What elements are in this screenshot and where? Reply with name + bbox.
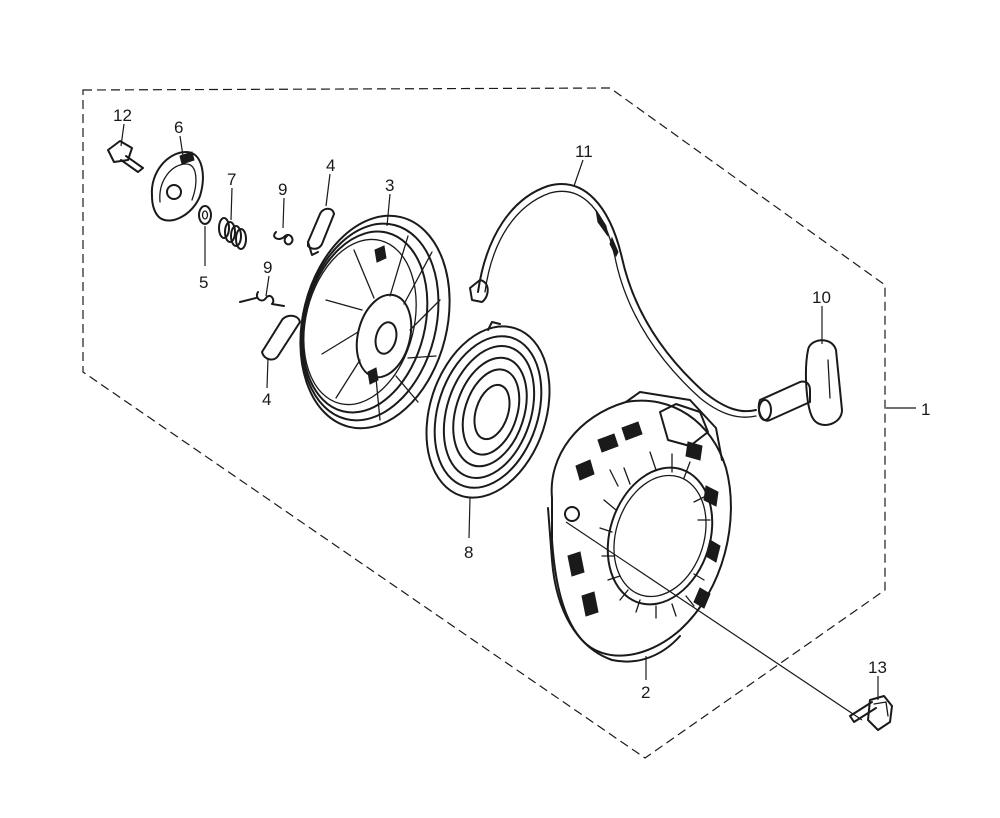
part-4-pawl-lower (261, 314, 301, 361)
part-7-spring (218, 217, 247, 250)
part-9-spring-lower (239, 291, 285, 307)
callout-13: 13 (868, 658, 887, 677)
part-8-recoil-spring (425, 321, 551, 499)
part-12-bolt (107, 140, 144, 173)
part-2-fan-cover (547, 391, 732, 663)
part-11-starter-rope (469, 183, 757, 418)
callout-9-lower: 9 (263, 258, 272, 277)
callout-numbers: 1 2 3 4 4 5 6 7 8 9 9 10 11 12 13 (113, 106, 930, 702)
callout-2: 2 (641, 683, 650, 702)
leader-lines (120, 123, 916, 721)
callout-12: 12 (113, 106, 132, 125)
callout-11: 11 (575, 142, 593, 161)
callout-8: 8 (464, 543, 473, 562)
part-6-ratchet-plate (150, 151, 204, 222)
callout-5: 5 (199, 273, 208, 292)
callout-7: 7 (227, 170, 236, 189)
callout-6: 6 (174, 118, 183, 137)
callout-1: 1 (921, 400, 930, 419)
part-13-flange-bolt (849, 695, 893, 731)
part-3-reel-pulley (299, 214, 451, 430)
part-4-pawl-upper (307, 207, 335, 256)
part-5-washer (198, 205, 212, 225)
callout-10: 10 (812, 288, 831, 307)
assembly-boundary (82, 87, 886, 759)
callout-9-upper: 9 (278, 180, 287, 199)
callout-4-upper: 4 (326, 156, 335, 175)
callout-3: 3 (385, 176, 394, 195)
callout-4-lower: 4 (262, 390, 271, 409)
part-9-spring-upper (273, 231, 294, 246)
part-10-handle (757, 339, 843, 426)
